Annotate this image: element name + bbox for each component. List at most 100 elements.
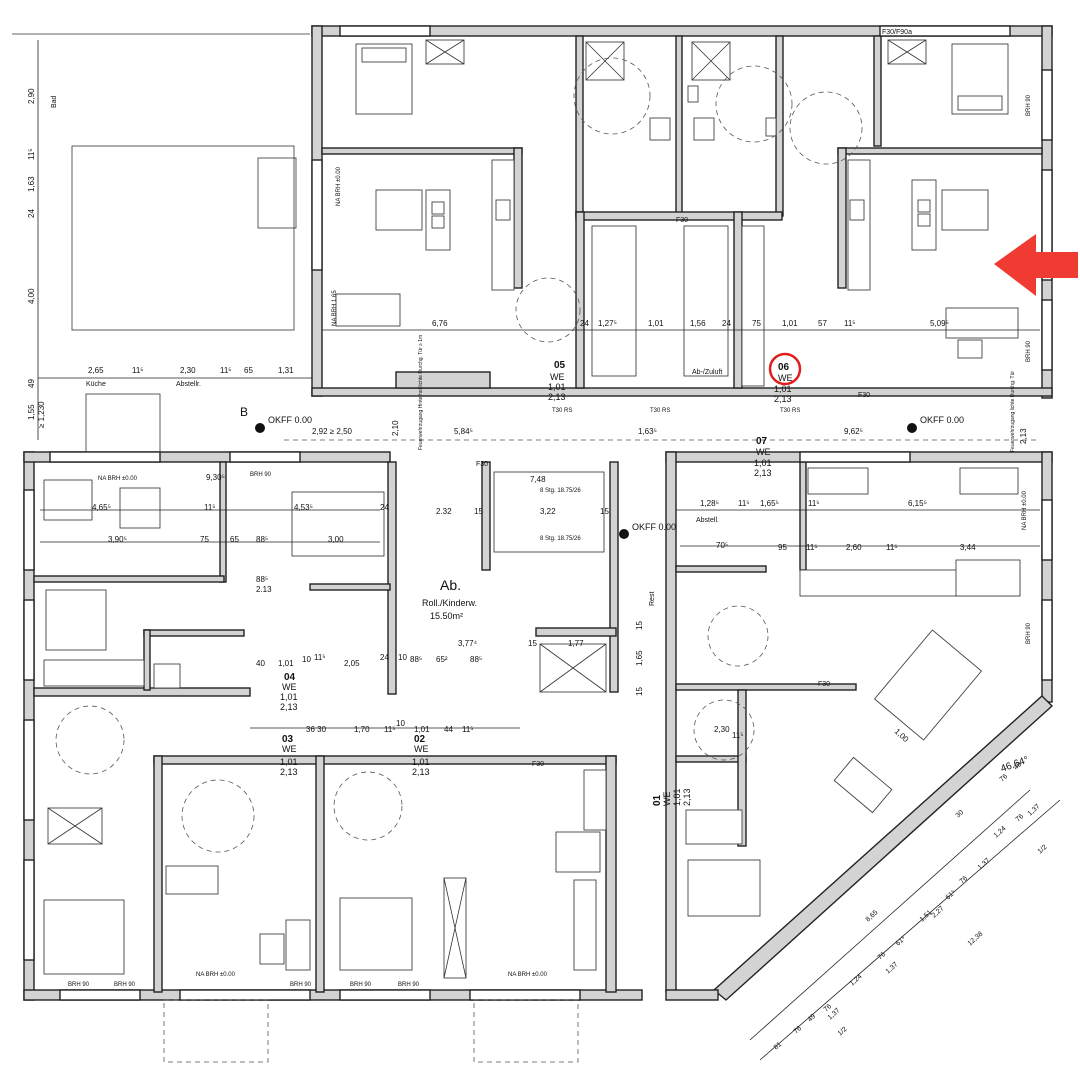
svg-text:3,00: 3,00: [328, 535, 344, 544]
fire-rating-core: F30: [676, 217, 688, 224]
svg-text:3,22: 3,22: [540, 507, 556, 516]
kitchen-label: Küche: [86, 381, 106, 388]
brh-bottom-na1: NA BRH ±0.00: [196, 972, 236, 978]
level-right: OKFF 0.00: [920, 415, 964, 425]
svg-text:11⁵: 11⁵: [220, 366, 232, 375]
svg-text:1/2: 1/2: [1037, 844, 1049, 856]
svg-text:1,01: 1,01: [754, 458, 772, 468]
svg-text:1,00: 1,00: [893, 727, 911, 744]
svg-text:3,77⁴: 3,77⁴: [458, 639, 478, 648]
svg-text:24: 24: [380, 653, 389, 662]
svg-text:1,24: 1,24: [993, 825, 1008, 839]
escape-right: Feuerwehrzugang lichte Durchg. Tür: [1010, 371, 1016, 452]
svg-text:11⁵: 11⁵: [204, 503, 216, 512]
svg-text:49: 49: [1013, 761, 1024, 771]
svg-text:1,01: 1,01: [548, 382, 566, 392]
svg-text:2,10: 2,10: [391, 420, 400, 436]
svg-text:36 30: 36 30: [306, 725, 327, 734]
svg-text:70⁵: 70⁵: [716, 541, 728, 550]
svg-text:1,37: 1,37: [1027, 803, 1042, 817]
escape-left: Feuerwehrzugang Hinterhof lichte Durchg.…: [418, 335, 424, 450]
svg-text:2,13: 2,13: [774, 394, 792, 404]
svg-text:11⁵: 11⁵: [844, 319, 856, 328]
svg-text:95: 95: [778, 543, 787, 552]
svg-text:≥ 1,230: ≥ 1,230: [37, 401, 46, 428]
svg-text:1,63⁵: 1,63⁵: [638, 427, 657, 436]
svg-text:9,30⁵: 9,30⁵: [206, 473, 225, 482]
svg-text:1,37: 1,37: [977, 857, 992, 871]
svg-text:76: 76: [999, 773, 1010, 783]
svg-text:4,53⁵: 4,53⁵: [294, 503, 313, 512]
svg-text:24: 24: [580, 319, 589, 328]
fire-rating-corridor: F30: [858, 392, 870, 399]
svg-text:5,84⁵: 5,84⁵: [454, 427, 473, 436]
svg-text:1,01: 1,01: [412, 757, 430, 767]
svg-text:88⁵: 88⁵: [410, 655, 422, 664]
svg-text:65²: 65²: [436, 655, 448, 664]
svg-text:1,01: 1,01: [782, 319, 798, 328]
svg-text:10: 10: [302, 655, 311, 664]
dimensions-mid-row: 9,30⁵ 4,65⁵ 11⁵ 4,53⁵ 24 2.32 15 3,22 15…: [92, 473, 927, 516]
brh-left-upper: NA BRH ±0.00: [336, 166, 342, 206]
svg-text:1,63: 1,63: [27, 176, 36, 192]
svg-text:6,15⁵: 6,15⁵: [908, 499, 927, 508]
svg-text:11⁵: 11⁵: [384, 725, 396, 734]
svg-text:2,92 ≥ 2,50: 2,92 ≥ 2,50: [312, 427, 353, 436]
svg-text:5,09⁵: 5,09⁵: [930, 319, 949, 328]
svg-text:10: 10: [398, 653, 407, 662]
level-marker-center: [619, 529, 629, 539]
svg-text:10: 10: [396, 719, 405, 728]
level-left: OKFF 0.00: [268, 415, 312, 425]
svg-text:75: 75: [752, 319, 761, 328]
svg-text:3,44: 3,44: [960, 543, 976, 552]
svg-text:24: 24: [27, 209, 36, 218]
svg-text:03: 03: [282, 734, 294, 745]
svg-text:11⁵: 11⁵: [806, 543, 818, 552]
svg-text:2,05: 2,05: [344, 659, 360, 668]
svg-text:24: 24: [722, 319, 731, 328]
highlight-circle: [768, 352, 802, 386]
balconies: [163, 999, 579, 1063]
dimensions-left-row: 2,65 11⁵ 2,30 11⁵ 65 1,31: [88, 366, 294, 375]
svg-text:1,65⁵: 1,65⁵: [760, 499, 779, 508]
fire-rating-bottom: F30: [532, 761, 544, 768]
brh-right-mid2: BRH 90: [1026, 622, 1032, 644]
svg-text:1,27⁵: 1,27⁵: [598, 319, 617, 328]
brh-right-upper: BRH 90: [1026, 94, 1032, 116]
brh-bottom-na2: NA BRH ±0.00: [508, 972, 548, 978]
svg-text:1,01: 1,01: [414, 725, 430, 734]
brh-right-lower: BRH 90: [1026, 340, 1032, 362]
svg-text:2,13: 2,13: [412, 767, 430, 777]
svg-text:2,13: 2,13: [1019, 428, 1028, 444]
bad-label: Bad: [51, 95, 58, 108]
svg-text:76: 76: [959, 875, 970, 885]
svg-text:75: 75: [200, 535, 209, 544]
svg-text:WE: WE: [282, 682, 297, 692]
door-rating-06: T30 RS: [780, 408, 800, 414]
svg-text:1,24: 1,24: [849, 973, 864, 987]
ventilation-room-label: Ab-/Zuluft: [692, 369, 722, 376]
svg-text:4,65⁵: 4,65⁵: [92, 503, 111, 512]
unit-label-07: 07 WE 1,01 2,13: [754, 436, 772, 478]
svg-text:WE: WE: [414, 744, 429, 754]
svg-text:65: 65: [230, 535, 239, 544]
svg-text:15: 15: [635, 687, 644, 696]
svg-text:1/2: 1/2: [837, 1026, 849, 1038]
svg-text:65: 65: [244, 366, 253, 375]
svg-text:9,62⁵: 9,62⁵: [844, 427, 863, 436]
brh-165: NA BRH 1.65: [332, 290, 338, 326]
fire-rating-right: F30: [818, 681, 830, 688]
svg-text:2,13: 2,13: [280, 702, 298, 712]
unit-label-03: 03 WE 1,01 2,13: [280, 734, 298, 777]
svg-text:1,01: 1,01: [280, 757, 298, 767]
brh-bottom-5: BRH 90: [398, 982, 420, 988]
svg-text:2.32: 2.32: [436, 507, 452, 516]
stair-lower-label: 8 Stg. 18.75/26: [540, 536, 581, 542]
svg-text:76: 76: [793, 1025, 804, 1035]
svg-text:15: 15: [474, 507, 483, 516]
unit-label-06: 06 WE 1,01 2,13: [774, 362, 793, 404]
svg-text:40: 40: [256, 659, 265, 668]
svg-text:11⁵: 11⁵: [27, 148, 36, 160]
svg-text:WE: WE: [282, 744, 297, 754]
